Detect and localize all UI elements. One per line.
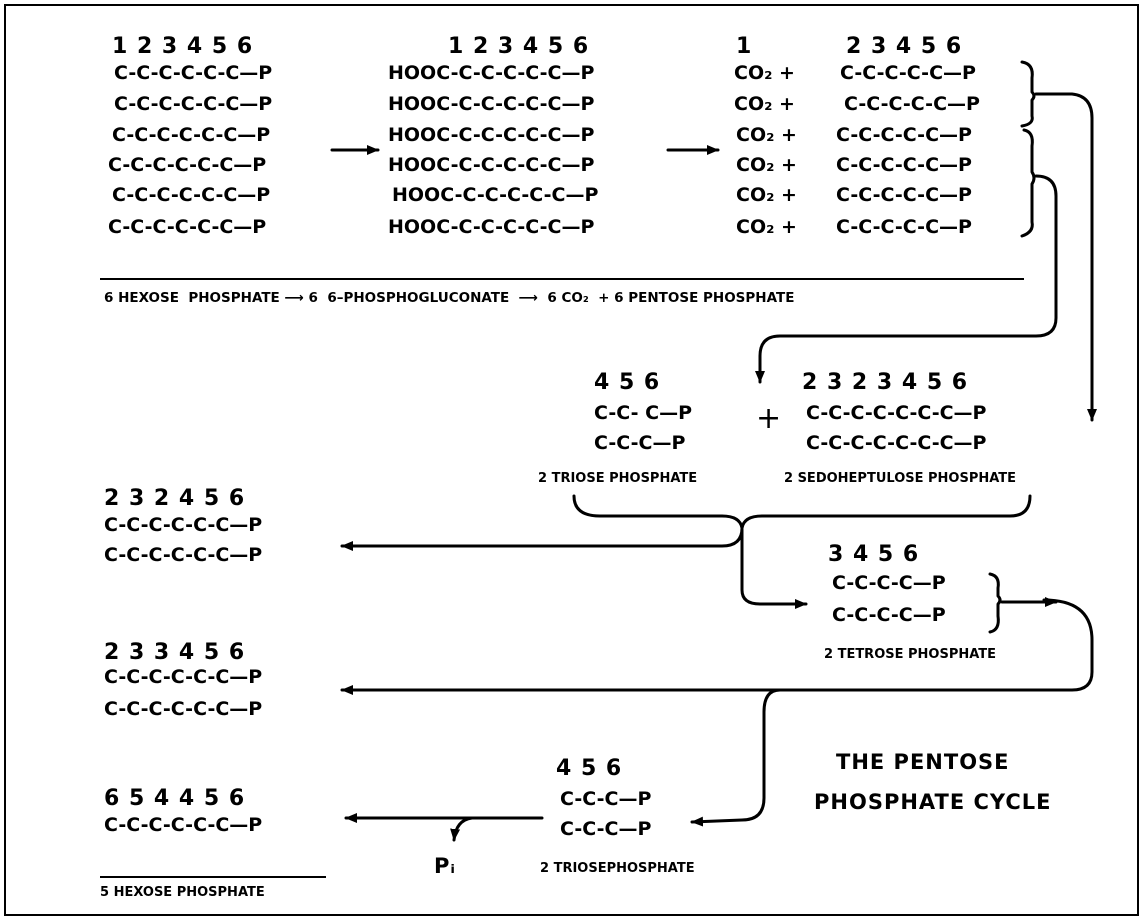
pentose-chain: C-C-C-C-C—P [840,62,976,84]
stage1-rule [100,278,1024,280]
stage1-equation: 6 HEXOSE PHOSPHATE ⟶ 6 6–PHOSPHOGLUCONAT… [104,290,795,306]
triose2-label: 2 TRIOSEPHOSPHATE [540,861,695,876]
pentose-chain: C-C-C-C-C—P [844,93,980,115]
arrow-to-hexose-a [340,526,744,551]
connector-to-triose [755,174,1058,384]
gluconate-chain: HOOC-C-C-C-C-C—P [388,62,595,84]
hexose-a-carbon-numbers: 2 3 2 4 5 6 [104,486,246,511]
bracket-tetrose [988,572,1002,634]
sedoheptulose-label: 2 SEDOHEPTULOSE PHOSPHATE [784,471,1017,486]
sedoheptulose-chain: C-C-C-C-C-C-C—P [806,402,987,424]
triose-chain: C-C-C—P [594,432,686,454]
arrow-pi-release [450,816,474,842]
hexose-carbon-numbers: 1 2 3 4 5 6 [112,34,254,59]
hexose-c-carbon-numbers: 6 5 4 4 5 6 [104,786,246,811]
tetrose-chain: C-C-C-C—P [832,604,946,626]
hexose-chain: C-C-C-C-C-C—P [108,216,267,238]
pentose-chain: C-C-C-C-C—P [836,154,972,176]
co2-term: CO₂ + [736,124,797,146]
diagram-frame [4,4,1139,916]
co2-term: CO₂ + [736,184,797,206]
diagram-title-line2: PHOSPHATE CYCLE [814,790,1052,814]
tetrose-carbon-numbers: 3 4 5 6 [828,542,920,567]
connector-to-hexose-b [340,598,1094,695]
co2-term: CO₂ + [734,93,795,115]
brace-transaldolase [572,494,1032,530]
total-label: 5 HEXOSE PHOSPHATE [100,885,265,900]
pentose-carbon-numbers: 2 3 4 5 6 [846,34,963,59]
co2-term: CO₂ + [736,154,797,176]
hexose-chain: C-C-C-C-C-C—P [112,124,271,146]
pentose-chain: C-C-C-C-C—P [836,184,972,206]
triose-carbon-numbers: 4 5 6 [594,370,661,395]
gluconate-chain: HOOC-C-C-C-C-C—P [388,154,595,176]
co2-term: CO₂ + [734,62,795,84]
pentose-chain: C-C-C-C-C—P [836,124,972,146]
hexose-a-chain: C-C-C-C-C-C—P [104,544,263,566]
tetrose-chain: C-C-C-C—P [832,572,946,594]
triose-label: 2 TRIOSE PHOSPHATE [538,471,698,486]
gluconate-carbon-numbers: 1 2 3 4 5 6 [448,34,590,59]
inorganic-phosphate: Pᵢ [434,854,456,878]
plus-sign: + [756,401,783,436]
pentose-chain: C-C-C-C-C—P [836,216,972,238]
bracket-pentose-top [1020,60,1036,128]
hexose-b-chain: C-C-C-C-C-C—P [104,666,263,688]
hexose-chain: C-C-C-C-C-C—P [114,93,273,115]
gluconate-chain: HOOC-C-C-C-C-C—P [392,184,599,206]
triose2-chain: C-C-C—P [560,788,652,810]
bracket-pentose-bottom [1020,128,1036,238]
arrow-to-tetrose [740,528,808,609]
gluconate-chain: HOOC-C-C-C-C-C—P [388,216,595,238]
hexose-chain: C-C-C-C-C-C—P [112,184,271,206]
hexose-b-carbon-numbers: 2 3 3 4 5 6 [104,640,246,665]
triose2-carbon-numbers: 4 5 6 [556,756,623,781]
sedoheptulose-chain: C-C-C-C-C-C-C—P [806,432,987,454]
co2-term: CO₂ + [736,216,797,238]
triose2-chain: C-C-C—P [560,818,652,840]
diagram-title-line1: THE PENTOSE [836,750,1010,774]
hexose-b-chain: C-C-C-C-C-C—P [104,698,263,720]
connector-to-sedoheptulose-right [1034,92,1097,422]
gluconate-chain: HOOC-C-C-C-C-C—P [388,124,595,146]
hexose-c-chain: C-C-C-C-C-C—P [104,814,263,836]
tetrose-label: 2 TETROSE PHOSPHATE [824,647,997,662]
triose-chain: C-C- C—P [594,402,693,424]
arrow-to-triose2 [690,688,782,827]
hexose-a-chain: C-C-C-C-C-C—P [104,514,263,536]
hexose-chain: C-C-C-C-C-C—P [114,62,273,84]
hexose-chain: C-C-C-C-C-C—P [108,154,267,176]
gluconate-chain: HOOC-C-C-C-C-C—P [388,93,595,115]
sedoheptulose-carbon-numbers: 2 3 2 3 4 5 6 [802,370,969,395]
total-rule [100,876,326,878]
co2-carbon-number: 1 [736,34,753,59]
